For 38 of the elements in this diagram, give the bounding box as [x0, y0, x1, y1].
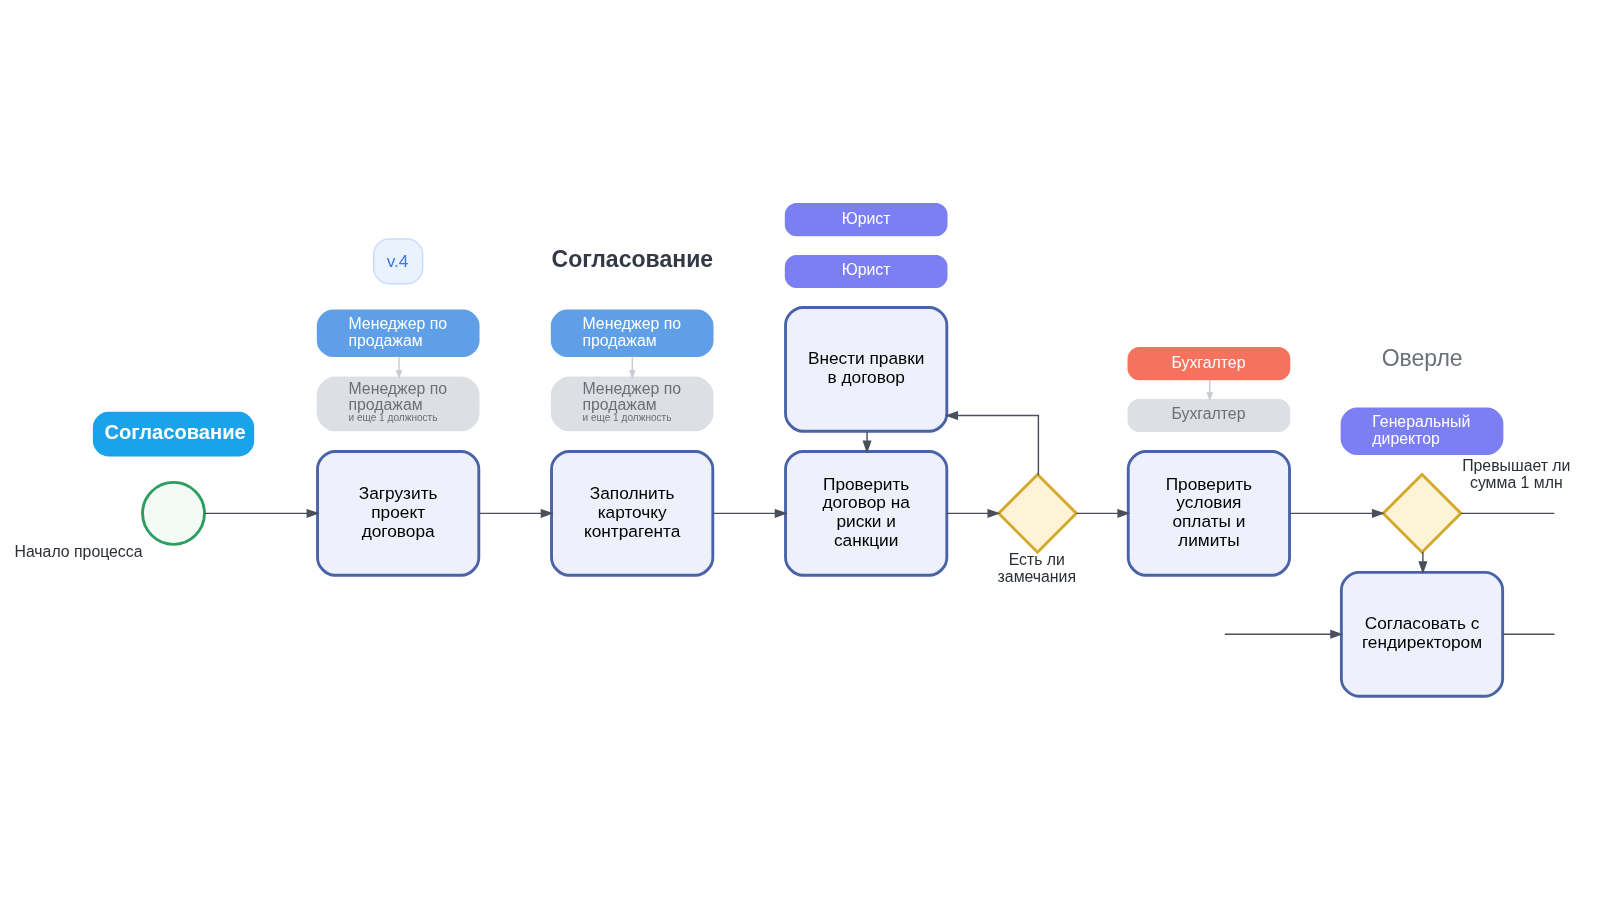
node-circle	[141, 480, 206, 546]
arrow	[395, 355, 403, 380]
arrow	[204, 508, 320, 518]
node-box: Проверить договор на риски и санкции	[784, 450, 949, 577]
connector	[1460, 512, 1556, 515]
connector	[1502, 633, 1556, 636]
arrow	[946, 508, 1001, 518]
node-box: Юрист	[784, 203, 948, 237]
label: Согласование	[551, 245, 714, 272]
node-box: Генеральный директор	[1340, 407, 1504, 456]
label: v.4	[386, 250, 409, 271]
arrow	[1289, 508, 1385, 518]
node-box: Менеджер по продажам	[316, 309, 480, 358]
arrow	[478, 508, 554, 518]
node-label: Есть ли замечания	[997, 550, 1077, 586]
node-box: Заполнить карточку контрагента	[550, 450, 715, 577]
node-label: Начало процесса	[14, 542, 143, 560]
node-box: Бухгалтер	[1127, 398, 1291, 432]
arrow	[945, 410, 1040, 476]
node-box: Внести правки в договор	[784, 306, 949, 433]
node-box: Менеджер по продажам и еще 1 должность	[316, 376, 480, 432]
node-box: Бухгалтер	[1127, 347, 1291, 381]
node-box: Согласовать с гендиректором	[1339, 570, 1505, 698]
label: Согласование	[104, 420, 246, 443]
node-box: Менеджер по продажам и еще 1 должность	[550, 376, 714, 432]
arrow	[862, 430, 872, 454]
label: Оверле	[1381, 345, 1463, 372]
node-box: Юрист	[784, 254, 948, 288]
arrow	[1418, 550, 1428, 575]
node-box: Менеджер по продажам	[550, 309, 714, 358]
arrow	[1224, 629, 1344, 639]
arrow	[1075, 508, 1131, 518]
node-label: Превышает ли сумма 1 млн	[1462, 456, 1571, 492]
node-diamond	[1381, 472, 1463, 555]
node-box: Загрузить проект договора	[316, 450, 481, 577]
node-box: Проверить условия оплаты и лимиты	[1126, 450, 1291, 577]
node-diamond	[996, 472, 1079, 555]
arrow	[712, 508, 788, 518]
